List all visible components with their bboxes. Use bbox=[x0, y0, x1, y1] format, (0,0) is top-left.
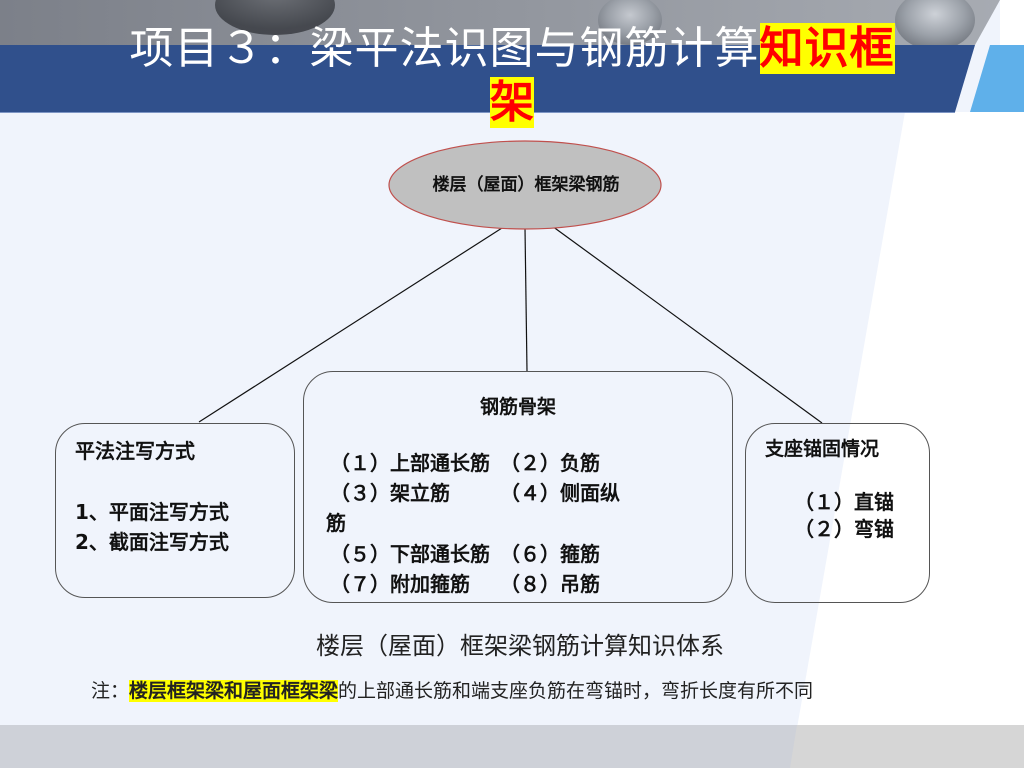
node-heading: 支座锚固情况 bbox=[765, 438, 880, 460]
node-item: （２）弯锚 bbox=[794, 517, 894, 541]
node-annotation-method: 平法注写方式 1、平面注写方式 2、截面注写方式 bbox=[55, 423, 295, 598]
slide-title: 项目３：梁平法识图与钢筋计算知识框 bbox=[0, 18, 1024, 80]
node-item: 1、平面注写方式 bbox=[75, 500, 229, 524]
note-highlight: 楼层框架梁和屋面框架梁 bbox=[129, 680, 339, 702]
connector-right bbox=[551, 225, 823, 424]
node-heading: 平法注写方式 bbox=[75, 439, 195, 463]
node-line: （１）上部通长筋 （２）负筋 bbox=[330, 451, 600, 475]
node-line: 筋 bbox=[326, 511, 346, 535]
node-line: （７）附加箍筋 （８）吊筋 bbox=[330, 572, 600, 596]
node-item: （１）直锚 bbox=[794, 490, 894, 514]
header-blue-band bbox=[0, 45, 975, 112]
root-node-ellipse bbox=[388, 140, 662, 230]
root-node-label: 楼层（屋面）框架梁钢筋 bbox=[432, 175, 620, 195]
node-item: 2、截面注写方式 bbox=[75, 530, 229, 554]
title-highlight-wrap: 架 bbox=[490, 77, 534, 128]
diagram-caption: 楼层（屋面）框架梁钢筋计算知识体系 bbox=[316, 632, 724, 660]
node-heading: 钢筋骨架 bbox=[479, 396, 556, 418]
connector-left bbox=[198, 227, 503, 423]
title-plain: 项目３：梁平法识图与钢筋计算 bbox=[129, 23, 760, 74]
footnote: 注：楼层框架梁和屋面框架梁的上部通长筋和端支座负筋在弯锚时，弯折长度有所不同 bbox=[91, 676, 813, 703]
node-support-anchorage: 支座锚固情况 （１）直锚 （２）弯锚 bbox=[745, 423, 930, 603]
header-accent bbox=[970, 45, 1024, 112]
note-suffix: 的上部通长筋和端支座负筋在弯锚时，弯折长度有所不同 bbox=[338, 680, 814, 702]
node-line: （３）架立筋 （４）侧面纵 bbox=[330, 481, 620, 505]
note-prefix: 注： bbox=[91, 680, 130, 702]
slide-title-wrap: 架 bbox=[0, 72, 1024, 134]
node-rebar-skeleton: 钢筋骨架 （１）上部通长筋 （２）负筋 （３）架立筋 （４）侧面纵 筋 （５）下… bbox=[303, 371, 733, 603]
title-highlight: 知识框 bbox=[759, 23, 895, 74]
connector-middle bbox=[524, 227, 528, 372]
node-line: （５）下部通长筋 （６）箍筋 bbox=[330, 542, 600, 566]
